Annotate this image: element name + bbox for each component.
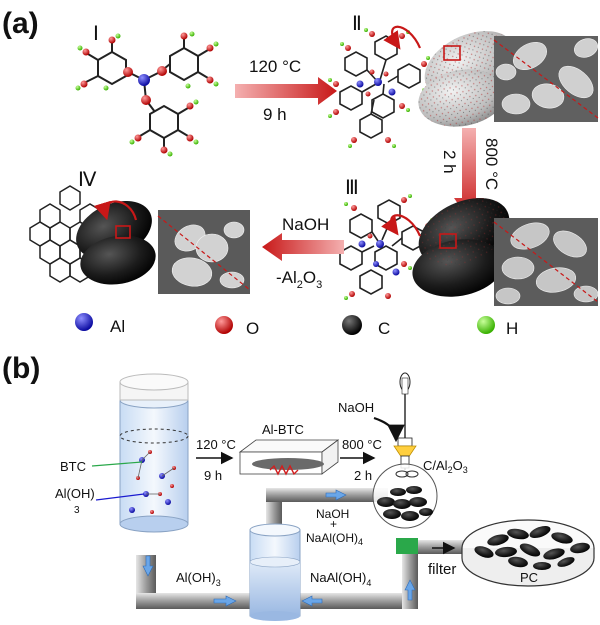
aloh3-label-base: Al(OH) [55,486,95,501]
legend-h-label: H [506,319,518,338]
pipe-right-base: NaAl(OH) [310,570,366,585]
step-3-removed: -Al2O3 [276,268,322,291]
stage-4-label: Ⅳ [78,169,97,191]
b-step-1-time: 9 h [204,468,222,483]
pipe-left-base: Al(OH) [176,570,216,585]
reactor-beaker [119,373,189,533]
molecule-stage-1 [75,31,219,157]
molecule-stage-2 [328,28,430,148]
sem-image-stage-3 [493,218,599,306]
albtc-label: Al-BTC [262,422,304,437]
c-al2o3-sub2: 3 [463,465,468,475]
panel-b-label: (b) [2,352,40,385]
stage-3-label: Ⅲ [345,177,359,199]
step-2-temp: 800 °C [482,138,501,190]
particle-stage-2 [383,25,516,127]
stage-2-label: Ⅱ [352,13,362,35]
sem-image-stage-2 [493,36,599,122]
step-3-removed-prefix: -Al [276,268,297,287]
legend-o-swatch [215,316,233,334]
mix-naaloh4-sub: 4 [358,537,363,547]
step-3-removed-mid: O [303,268,316,287]
mix-naaloh4: NaAl(OH)4 [306,531,363,547]
sem-image-stage-4 [157,210,251,294]
panel-a-label: (a) [2,7,39,40]
pipe-left-sub: 3 [216,578,221,588]
c-al2o3-label: C/Al2O3 [423,458,468,475]
step-1-temp: 120 °C [249,57,301,76]
naoh-input-arrow [373,416,405,443]
dish-label: PC [520,570,538,585]
legend-h-swatch [477,316,495,334]
arrow-step-3 [262,233,344,261]
aloh3-sub: 3 [74,505,80,516]
step-2-time: 2 h [440,150,459,174]
pipe-right-label: NaAl(OH)4 [310,570,371,588]
stage-1-label: Ⅰ [93,23,99,45]
arrow-step-2 [454,128,484,220]
c-al2o3-mid: O [453,458,463,473]
mix-naaloh4-base: NaAl(OH) [306,531,358,545]
b-step-2-temp: 800 °C [342,437,382,452]
particle-stage-4 [76,200,156,285]
arrow-step-1 [235,77,337,105]
btc-pointer [91,461,143,467]
mix-plus: + [330,517,337,531]
legend-c-swatch [342,315,362,335]
btc-label: BTC [60,459,86,474]
atom-legend: Al O C H [75,313,518,338]
filter-label: filter [428,561,456,578]
legend-al-swatch [75,313,93,331]
legend-c-label: C [378,319,390,338]
b-step-1-temp: 120 °C [196,437,236,452]
reaction-flask [372,372,438,529]
step-1-time: 9 h [263,105,287,124]
legend-al-label: Al [110,317,125,336]
furnace [238,439,340,476]
pipe-left-label: Al(OH)3 [176,570,221,588]
recovery-beaker [249,523,301,621]
legend-o-label: O [246,319,259,338]
c-al2o3-sub1: 2 [448,465,453,475]
naoh-input-label: NaOH [338,400,374,415]
b-step-2-time: 2 h [354,468,372,483]
aloh3-label: Al(OH) [55,486,95,501]
step-3-reagent: NaOH [282,215,329,234]
c-al2o3-prefix: C/Al [423,458,448,473]
flow-arrows [142,489,416,607]
step-3-removed-sub1: 2 [297,279,303,291]
particle-stage-3 [381,198,510,297]
step-3-removed-sub2: 3 [316,279,322,291]
petri-dish [461,519,595,587]
pipe-right-sub: 4 [366,578,371,588]
aloh3-pointer [95,493,145,501]
thermometer-icon [401,377,409,395]
mix-naoh: NaOH [316,507,349,521]
